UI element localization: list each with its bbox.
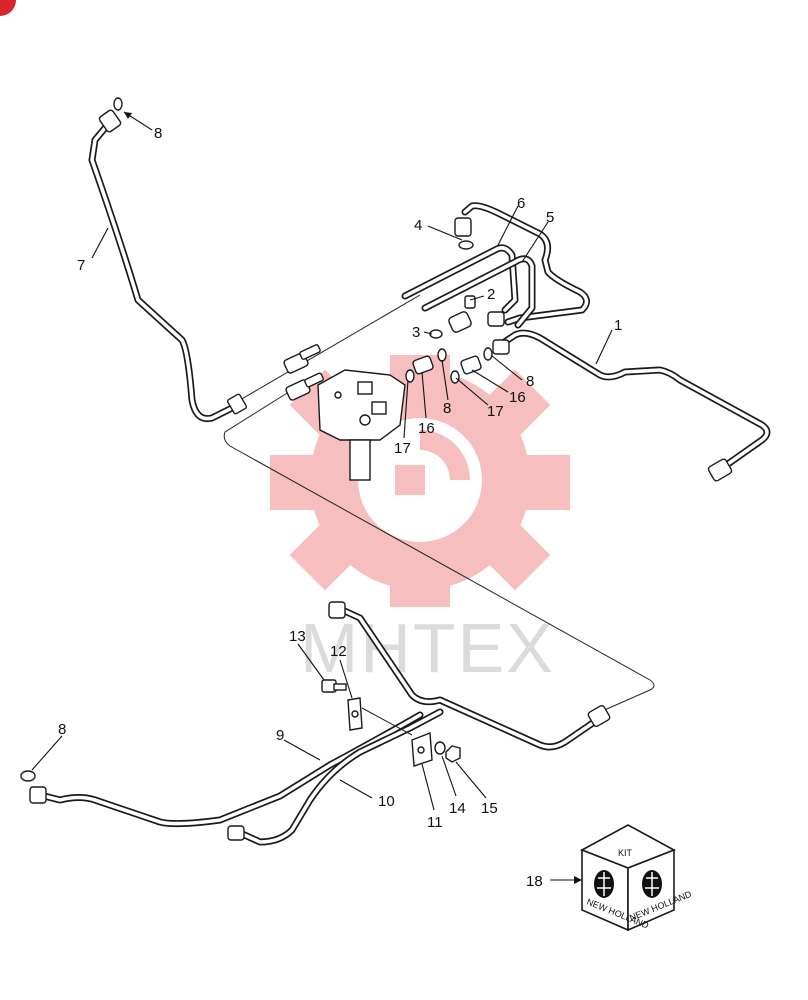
tube-5 xyxy=(454,202,590,326)
leader-lines xyxy=(31,111,613,881)
callout-8-right: 8 xyxy=(526,373,534,390)
new-holland-leaf-icon-right xyxy=(642,870,662,898)
kit-box: KIT NEW HOLLAND NEW HOLLAND xyxy=(580,824,693,932)
callout-17-right: 17 xyxy=(487,403,504,420)
new-holland-leaf-icon xyxy=(594,870,614,898)
clamp-assembly xyxy=(321,679,461,767)
watermark-text: MHTEX xyxy=(300,609,555,687)
callout-13: 13 xyxy=(289,628,306,645)
callout-7: 7 xyxy=(77,257,85,274)
callout-12: 12 xyxy=(330,643,347,660)
callouts: 1 2 3 4 5 6 7 8 8 8 8 9 10 11 12 13 14 1… xyxy=(58,125,622,890)
corner-badge xyxy=(0,0,16,16)
callout-5: 5 xyxy=(546,209,554,226)
callout-15: 15 xyxy=(481,800,498,817)
callout-8-center: 8 xyxy=(443,400,451,417)
tube-1 xyxy=(496,329,771,482)
callout-16-right: 16 xyxy=(509,389,526,406)
callout-9: 9 xyxy=(276,727,284,744)
callout-16-left: 16 xyxy=(418,420,435,437)
tube-7 xyxy=(88,97,248,423)
callout-1: 1 xyxy=(614,317,622,334)
leader-arrows xyxy=(124,112,582,884)
control-valve xyxy=(317,369,406,481)
routing-frame xyxy=(223,294,655,713)
kit-label: KIT xyxy=(618,848,633,858)
callout-8-bottom-left: 8 xyxy=(58,721,66,738)
tube-6 xyxy=(401,244,536,329)
callout-17-left: 17 xyxy=(394,440,411,457)
fittings-cluster xyxy=(283,240,510,401)
callout-6: 6 xyxy=(517,195,525,212)
tube-9 xyxy=(20,711,424,828)
tube-long-right xyxy=(328,601,611,751)
callout-14: 14 xyxy=(449,800,466,817)
tube-10 xyxy=(227,708,444,846)
callout-2: 2 xyxy=(487,286,495,303)
callout-18: 18 xyxy=(526,873,543,890)
callout-4: 4 xyxy=(414,217,422,234)
callout-11: 11 xyxy=(427,814,443,831)
callout-10: 10 xyxy=(378,793,395,810)
callout-8-top: 8 xyxy=(154,125,162,142)
callout-3: 3 xyxy=(412,324,420,341)
